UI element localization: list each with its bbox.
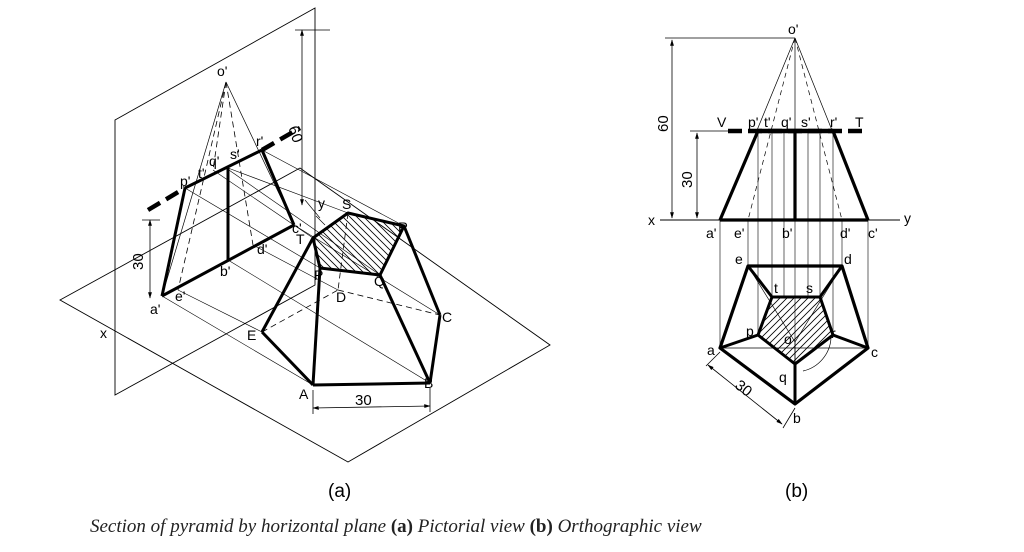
dim-base-pictorial: 30: [355, 392, 372, 409]
label-d-prime-a: d': [257, 241, 267, 257]
label-t-prime-b: t': [764, 114, 771, 130]
projector-lines: [161, 149, 441, 386]
label-b-b: b: [793, 410, 801, 426]
label-y-b: y: [904, 210, 911, 226]
label-d-prime-b: d': [840, 225, 850, 241]
projectors-ortho: [719, 131, 869, 404]
label-s-prime-a: s': [230, 146, 240, 162]
label-r-prime-b: r': [830, 114, 837, 130]
label-c-prime-b: c': [868, 225, 878, 241]
top-bold-edges: [719, 265, 869, 404]
caption-part-a: (a): [390, 516, 413, 537]
label-V: V: [717, 114, 727, 130]
label-y-a: y: [318, 195, 325, 211]
frustum-edges-pictorial: [260, 225, 442, 386]
orthographic-view: 60 30 30 o' V T p': [648, 21, 911, 502]
label-c-prime-a: c': [292, 220, 302, 236]
label-T-a: T: [296, 231, 305, 247]
label-q-prime-b: q': [781, 114, 791, 130]
dim-30-pictorial: 30: [130, 253, 147, 270]
cutting-plane-trace: [146, 126, 302, 212]
label-e-prime-a: e': [175, 288, 185, 304]
pictorial-view: 60 30 30 o' p' t' q' s' r' c' d' b' a' e…: [59, 7, 551, 502]
labels-pictorial: o' p' t' q' s' r' c' d' b' a' e' y x S R…: [100, 63, 452, 402]
label-B-a: B: [424, 375, 433, 391]
label-p-prime-b: p': [748, 114, 758, 130]
label-r-prime-a: r': [256, 133, 263, 149]
label-D-a: D: [336, 289, 346, 305]
label-R-a: R: [398, 219, 408, 235]
label-x-a: x: [100, 325, 107, 341]
label-a-prime-b: a': [706, 225, 716, 241]
label-C-a: C: [442, 309, 452, 325]
pyramid-base-hidden: [261, 289, 441, 333]
dim-60-ortho: 60: [655, 115, 672, 132]
top-arc: [802, 337, 832, 372]
section-hatch-ortho: [758, 297, 833, 364]
label-c-b: c: [871, 344, 878, 360]
base-pentagon-ortho: [718, 264, 870, 406]
section-pentagon-ortho: [756, 295, 835, 366]
horizontal-plane: [59, 167, 551, 463]
caption-part-b-desc: Orthographic view: [557, 516, 702, 537]
vertical-plane: [114, 7, 316, 396]
dim-30-ortho: 30: [679, 171, 696, 188]
label-S-a: S: [342, 196, 351, 212]
dims-pictorial: [142, 29, 431, 414]
label-o-prime-a: o': [217, 63, 227, 79]
hidden-edges-front: [177, 81, 254, 291]
label-T-plane: T: [855, 114, 864, 130]
label-a-b: a: [707, 342, 715, 358]
figure-caption: Section of pyramid by horizontal plane (…: [90, 516, 702, 538]
dims-ortho: [665, 37, 796, 429]
section-hatch-pictorial: [313, 213, 404, 275]
caption-title: Section of pyramid by horizontal plane: [90, 516, 387, 537]
label-r-b: r: [831, 325, 836, 341]
label-E-a: E: [247, 327, 256, 343]
front-trapezium-pictorial: [160, 148, 296, 298]
labels-ortho-top: e d t s p r o a c q b: [707, 251, 878, 426]
label-o-b: o: [784, 331, 792, 347]
label-e-prime-b: e': [734, 225, 744, 241]
label-s-prime-b: s': [801, 114, 811, 130]
dim-base-ortho: 30: [732, 377, 756, 401]
view-label-b: (b): [785, 481, 808, 502]
label-A-a: A: [299, 386, 309, 402]
label-x-b: x: [648, 212, 655, 228]
label-t-b: t: [774, 280, 778, 296]
label-b-prime-a: b': [220, 263, 230, 279]
labels-ortho-front: o' V T p' t' q' s' r' x y a' e' b' d' c': [648, 21, 911, 241]
pyramid-base-pictorial: [260, 314, 442, 387]
label-d-b: d: [844, 251, 852, 267]
label-p-b: p: [746, 323, 754, 339]
dim-60-pictorial: 60: [284, 124, 306, 145]
caption-part-b: (b): [529, 516, 553, 537]
section-pentagon-pictorial: [311, 211, 406, 277]
label-p-prime-a: p': [180, 173, 190, 189]
label-q-b: q: [779, 369, 787, 385]
label-Q-a: Q: [374, 273, 385, 289]
front-frustum: [718, 130, 870, 222]
view-label-a: (a): [328, 481, 351, 502]
label-o-prime-b: o': [788, 21, 798, 37]
caption-part-a-desc: Pictorial view: [417, 516, 525, 537]
label-b-prime-b: b': [782, 225, 792, 241]
label-a-prime-a: a': [150, 301, 160, 317]
label-s-b: s: [806, 280, 813, 296]
label-t-prime-a: t': [198, 165, 205, 181]
label-e-b: e: [735, 251, 743, 267]
label-P-a: P: [314, 267, 323, 283]
label-q-prime-a: q': [209, 153, 219, 169]
